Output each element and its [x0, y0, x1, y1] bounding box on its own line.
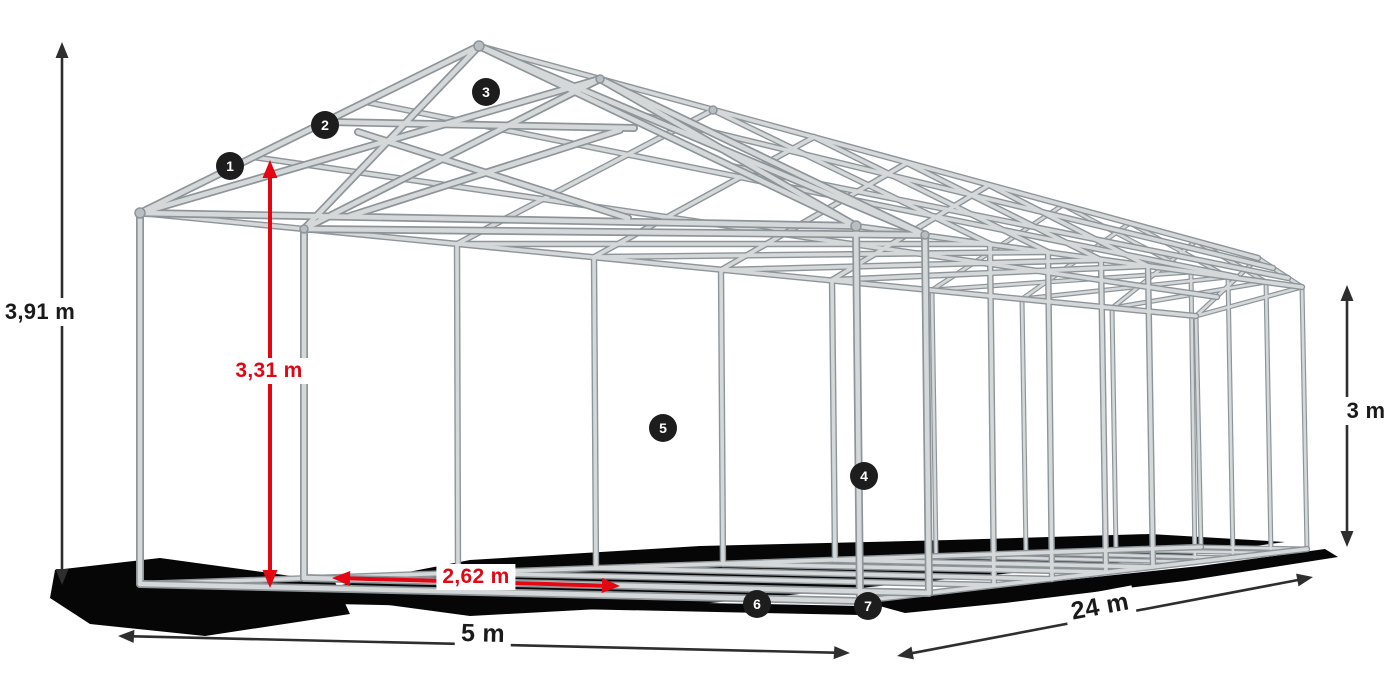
- marker-4[interactable]: 4: [850, 462, 878, 490]
- marker-2[interactable]: 2: [311, 111, 339, 139]
- frame-joints: [134, 40, 930, 240]
- label-inner-height: 3,31 m: [229, 358, 309, 384]
- marker-3[interactable]: 3: [472, 78, 500, 106]
- frame-tubes-near: [140, 46, 929, 601]
- marker-5[interactable]: 5: [649, 414, 677, 442]
- marker-6[interactable]: 6: [743, 590, 771, 618]
- label-side-height: 3 m: [1340, 397, 1392, 425]
- label-total-height: 3,91 m: [0, 298, 82, 326]
- marker-7[interactable]: 7: [854, 592, 882, 620]
- marker-1[interactable]: 1: [216, 152, 244, 180]
- label-width: 5 m: [454, 617, 512, 651]
- label-inner-width: 2,62 m: [436, 564, 516, 590]
